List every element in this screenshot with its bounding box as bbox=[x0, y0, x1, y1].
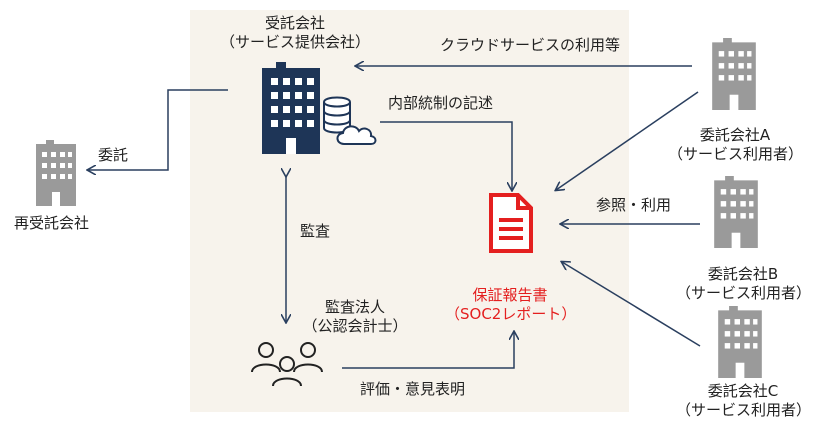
report-title-line1: 保証報告書 bbox=[472, 286, 548, 304]
document-icon bbox=[489, 193, 533, 253]
arrow-client-a-to-report bbox=[556, 91, 699, 190]
provider-title-line2: （サービス提供会社） bbox=[220, 33, 371, 51]
arrow-internal-control bbox=[380, 121, 512, 190]
report-title-line2: （SOC2レポート） bbox=[445, 305, 577, 323]
client-a-role: （サービス利用者） bbox=[668, 145, 804, 163]
client-c-name: 委託会社C bbox=[707, 382, 779, 400]
cloud-usage-label: クラウドサービスの利用等 bbox=[440, 36, 621, 54]
subcontractor-label: 再受託会社 bbox=[14, 214, 90, 232]
evaluation-label: 評価・意見表明 bbox=[360, 380, 466, 398]
client-a-label: 委託会社A （サービス利用者） bbox=[668, 126, 804, 164]
arrow-delegation bbox=[88, 89, 228, 170]
database-cloud-icon bbox=[323, 96, 377, 145]
auditor-title-line2: （公認会計士） bbox=[302, 317, 408, 335]
report-title: 保証報告書 （SOC2レポート） bbox=[445, 286, 577, 324]
client-c-label: 委託会社C （サービス利用者） bbox=[676, 382, 812, 420]
client-b-label: 委託会社B （サービス利用者） bbox=[676, 265, 812, 303]
client-b-name: 委託会社B bbox=[707, 265, 779, 283]
people-group-icon bbox=[251, 342, 323, 387]
arrow-evaluation bbox=[342, 332, 514, 369]
office-building-icon bbox=[36, 140, 76, 206]
reference-use-label: 参照・利用 bbox=[596, 196, 672, 214]
client-c-role: （サービス利用者） bbox=[676, 401, 812, 419]
auditor-title: 監査法人 （公認会計士） bbox=[290, 298, 420, 336]
office-building-icon bbox=[712, 38, 756, 110]
arrow-client-c-to-report bbox=[562, 262, 701, 347]
office-building-icon bbox=[262, 62, 320, 154]
provider-title: 受託会社 （サービス提供会社） bbox=[220, 14, 370, 52]
office-building-icon bbox=[714, 176, 758, 248]
audit-label: 監査 bbox=[300, 222, 331, 240]
office-building-icon bbox=[718, 306, 762, 378]
client-a-name: 委託会社A bbox=[699, 126, 771, 144]
internal-control-label: 内部統制の記述 bbox=[388, 94, 494, 112]
client-b-role: （サービス利用者） bbox=[676, 284, 812, 302]
delegation-label: 委託 bbox=[98, 146, 129, 164]
provider-title-line1: 受託会社 bbox=[264, 14, 325, 32]
auditor-title-line1: 監査法人 bbox=[324, 298, 385, 316]
